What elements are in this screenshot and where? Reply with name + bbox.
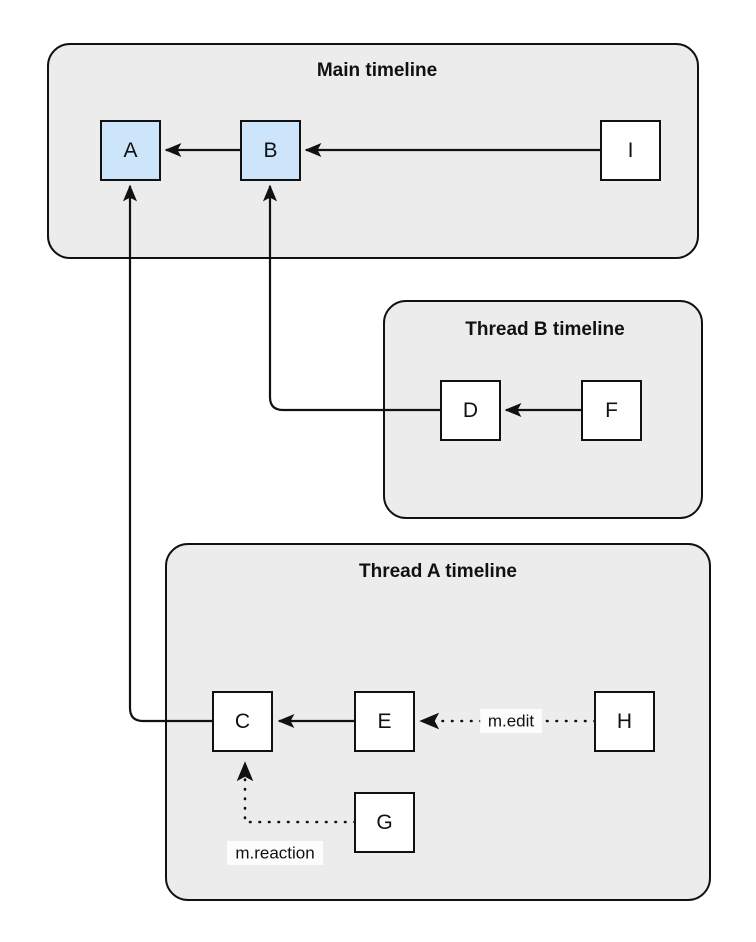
container-title-thread-b: Thread B timeline bbox=[465, 319, 624, 340]
event-node-C[interactable]: C bbox=[212, 691, 273, 752]
event-nodes: A B I D F C E H G bbox=[100, 120, 661, 853]
edge-c-to-a bbox=[122, 184, 213, 723]
event-node-label-I: I bbox=[628, 139, 634, 162]
event-node-label-D: D bbox=[463, 399, 478, 422]
edge-d-to-b bbox=[262, 184, 441, 412]
event-node-box-G[interactable] bbox=[354, 792, 415, 853]
edge-label-text-g-to-c: m.reaction bbox=[235, 843, 314, 862]
container-title-thread-a: Thread A timeline bbox=[359, 561, 517, 582]
event-node-label-A: A bbox=[123, 139, 137, 162]
container-title-main: Main timeline bbox=[317, 60, 437, 81]
event-node-box-F[interactable] bbox=[581, 380, 642, 441]
event-node-D[interactable]: D bbox=[440, 380, 501, 441]
edge-labels: m.edit m.reaction bbox=[227, 709, 542, 865]
event-node-E[interactable]: E bbox=[354, 691, 415, 752]
event-node-B[interactable]: B bbox=[240, 120, 301, 181]
event-node-A[interactable]: A bbox=[100, 120, 161, 181]
edge-label-backdrop-h-to-e bbox=[480, 709, 542, 733]
event-node-label-E: E bbox=[377, 710, 391, 733]
event-node-box-E[interactable] bbox=[354, 691, 415, 752]
event-node-G[interactable]: G bbox=[354, 792, 415, 853]
event-node-I[interactable]: I bbox=[600, 120, 661, 181]
edge-label-h-to-e: m.edit bbox=[480, 709, 542, 733]
event-node-label-B: B bbox=[263, 139, 277, 162]
event-node-label-F: F bbox=[605, 399, 618, 422]
event-node-box-I[interactable] bbox=[600, 120, 661, 181]
event-node-box-C[interactable] bbox=[212, 691, 273, 752]
edge-label-backdrop-g-to-c bbox=[227, 841, 323, 865]
event-node-box-D[interactable] bbox=[440, 380, 501, 441]
event-node-box-A[interactable] bbox=[100, 120, 161, 181]
edge-label-g-to-c: m.reaction bbox=[227, 841, 323, 865]
event-node-label-H: H bbox=[617, 710, 632, 733]
event-node-box-H[interactable] bbox=[594, 691, 655, 752]
event-node-label-C: C bbox=[235, 710, 250, 733]
event-node-H[interactable]: H bbox=[594, 691, 655, 752]
edge-label-text-h-to-e: m.edit bbox=[488, 711, 535, 730]
event-node-box-B[interactable] bbox=[240, 120, 301, 181]
event-node-label-G: G bbox=[376, 811, 392, 834]
event-node-F[interactable]: F bbox=[581, 380, 642, 441]
